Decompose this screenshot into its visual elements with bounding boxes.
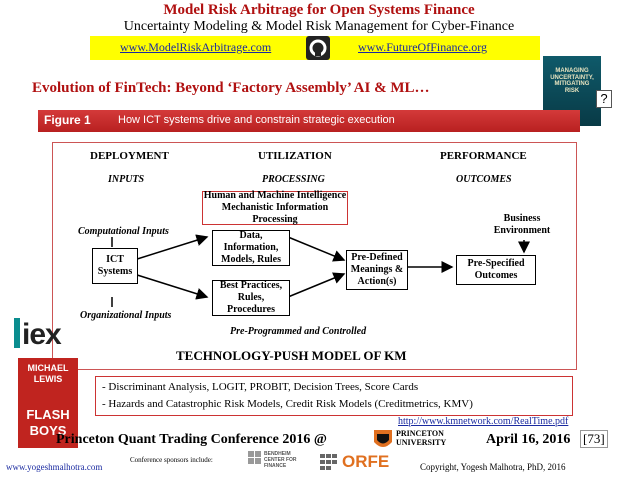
flash-boys-author-last: LEWIS [33, 374, 63, 384]
iex-logo-mark [14, 318, 20, 348]
flash-boys-title-second: BOYS [29, 423, 67, 438]
ict-systems-node: ICT Systems [92, 248, 138, 284]
slide-header-subtitle: Uncertainty Modeling & Model Risk Manage… [123, 19, 515, 34]
figure-caption: How ICT systems drive and constrain stra… [118, 114, 395, 126]
best-practices-node: Best Practices, Rules, Procedures [212, 280, 290, 316]
predefined-meanings-node: Pre-Defined Meanings & Action(s) [346, 250, 408, 290]
business-environment-label: Business Environment [493, 213, 551, 236]
slide-header-title: Model Risk Arbitrage for Open Systems Fi… [163, 2, 475, 18]
column-sub-outcomes: OUTCOMES [456, 174, 512, 185]
help-icon[interactable]: ? [596, 90, 612, 108]
data-information-node: Data, Information, Models, Rules [212, 230, 290, 266]
organizational-inputs-label: Organizational Inputs [80, 310, 172, 321]
orfe-logo: ORFE [342, 452, 390, 471]
technology-push-model-title: TECHNOLOGY-PUSH MODEL OF KM [176, 348, 407, 363]
flash-boys-author-first: MICHAEL [27, 363, 69, 373]
km-network-link[interactable]: http://www.kmnetwork.com/RealTime.pdf [398, 416, 569, 427]
computational-inputs-label: Computational Inputs [78, 226, 169, 237]
figure-label: Figure 1 [44, 113, 91, 127]
preprogrammed-note: Pre-Programmed and Controlled [230, 326, 367, 337]
book-cover-title: MANAGING UNCERTAINTY, MITIGATING RISK [550, 68, 594, 94]
princeton-wordmark: PRINCETON UNIVERSITY [396, 429, 447, 447]
model-risk-arbitrage-link[interactable]: www.ModelRiskArbitrage.com [120, 40, 272, 54]
slide-title: Evolution of FinTech: Beyond ‘Factory As… [32, 80, 430, 96]
slide-number: [73] [580, 430, 608, 448]
bendheim-wordmark: BENDHEIM CENTER FOR FINANCE [264, 451, 297, 469]
bendheim-logo: BENDHEIM CENTER FOR FINANCE [248, 451, 297, 471]
author-website-link[interactable]: www.yogeshmalhotra.com [6, 462, 103, 472]
flash-boys-book-cover: MICHAEL LEWIS FLASH BOYS [18, 358, 78, 448]
diagram-connectors [111, 234, 530, 307]
center-logo-icon [306, 36, 330, 60]
conference-date: April 16, 2016 [486, 432, 571, 447]
sponsors-label: Conference sponsors include: [130, 456, 213, 464]
diagram-frame [52, 142, 577, 370]
column-sub-inputs: INPUTS [108, 174, 145, 185]
conference-name: Princeton Quant Trading Conference 2016 … [56, 432, 327, 447]
iex-logo: iex [22, 318, 62, 351]
column-title-utilization: UTILIZATION [258, 150, 332, 162]
princeton-logo: PRINCETON UNIVERSITY [372, 428, 464, 452]
column-title-deployment: DEPLOYMENT [90, 150, 169, 162]
orfe-grid-icon [320, 454, 338, 470]
princeton-shield-icon [374, 430, 392, 447]
models-list-item: - Hazards and Catastrophic Risk Models, … [102, 397, 473, 410]
column-title-performance: PERFORMANCE [440, 150, 527, 162]
figure-banner [38, 110, 580, 132]
models-list-box: - Discriminant Analysis, LOGIT, PROBIT, … [95, 376, 573, 416]
future-of-finance-link[interactable]: www.FutureOfFinance.org [358, 40, 487, 54]
prespecified-outcomes-node: Pre-Specified Outcomes [456, 255, 536, 285]
models-list-item: - Discriminant Analysis, LOGIT, PROBIT, … [102, 381, 419, 393]
intelligence-header-box: Human and Machine Intelligence Mechanist… [202, 190, 348, 225]
flash-boys-title-first: FLASH [26, 407, 70, 422]
column-sub-processing: PROCESSING [262, 174, 325, 185]
copyright-notice: Copyright, Yogesh Malhotra, PhD, 2016 [420, 462, 566, 472]
bendheim-emblem-icon [248, 451, 261, 464]
